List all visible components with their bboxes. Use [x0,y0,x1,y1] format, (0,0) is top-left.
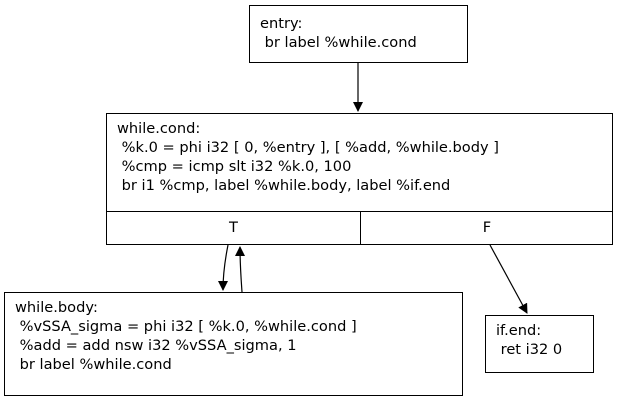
block-entry-label: entry: [260,15,303,32]
block-if-end-label: if.end: [496,322,542,339]
block-while-cond-label: while.cond: [117,120,201,137]
port-true: T [107,212,361,244]
block-while-body-line: br label %while.cond [15,356,172,373]
block-while-cond: while.cond: %k.0 = phi i32 [ 0, %entry ]… [106,113,613,245]
branch-ports: T F [107,211,612,244]
block-while-cond-line: %k.0 = phi i32 [ 0, %entry ], [ %add, %w… [117,139,499,156]
edge-while-body-to-while-cond-true [235,246,246,293]
block-if-end-line: ret i32 0 [496,341,563,358]
block-while-body-label: while.body: [15,299,98,316]
block-while-body-line: %vSSA_sigma = phi i32 [ %k.0, %while.con… [15,318,357,335]
edge-while-cond-false-to-if-end [489,244,528,314]
port-false: F [482,219,492,236]
block-while-cond-line: %cmp = icmp slt i32 %k.0, 100 [117,158,352,175]
edge-while-cond-true-to-while-body [218,244,229,291]
block-entry-line: br label %while.cond [260,34,417,51]
block-while-cond-line: br i1 %cmp, label %while.body, label %if… [117,177,451,194]
block-entry: entry: br label %while.cond [249,5,468,63]
block-while-body: while.body: %vSSA_sigma = phi i32 [ %k.0… [4,292,463,396]
block-if-end: if.end: ret i32 0 [485,315,594,373]
block-while-body-line: %add = add nsw i32 %vSSA_sigma, 1 [15,337,297,354]
